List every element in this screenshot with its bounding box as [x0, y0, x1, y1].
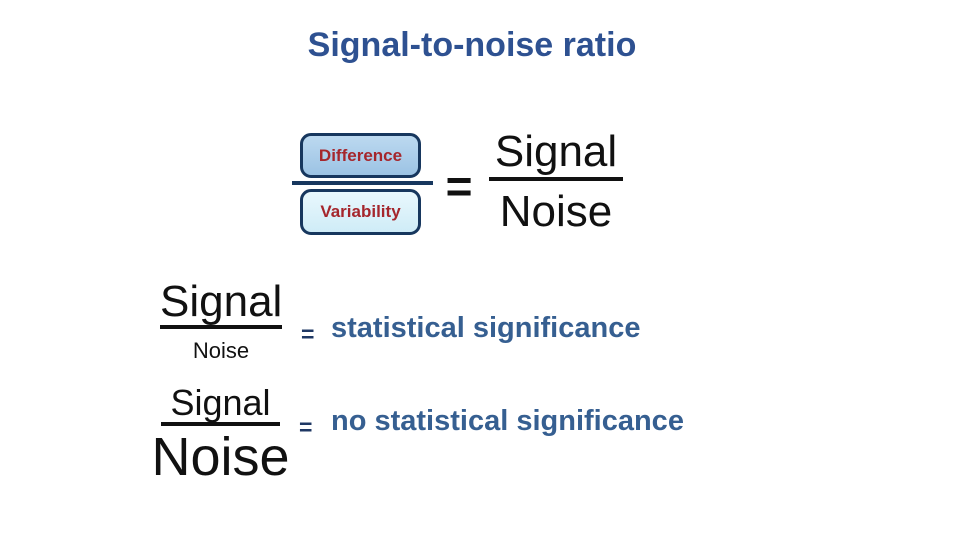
equals-sign-top: = [445, 160, 473, 212]
equals-sign-significant: = [301, 321, 315, 347]
fraction-numerator-signal: Signal [489, 127, 623, 181]
fraction-numerator-signal: Signal [160, 279, 282, 329]
signal-noise-fraction-not-significant: Signal Noise [151, 384, 289, 486]
fraction-denominator-noise: Noise [192, 338, 250, 363]
difference-box-label: Difference [318, 145, 403, 165]
no-significance-result-text: no statistical significance [331, 405, 684, 437]
signal-noise-fraction-top: Signal Noise [489, 127, 623, 235]
slide-title: Signal-to-noise ratio [307, 26, 637, 64]
fraction-denominator-noise: Noise [499, 187, 613, 236]
fraction-denominator-noise: Noise [151, 427, 290, 487]
signal-noise-fraction-significant: Signal Noise [160, 279, 282, 363]
equals-sign-not-significant: = [299, 414, 313, 440]
difference-box: Difference [300, 133, 421, 178]
fraction-numerator-signal: Signal [161, 384, 280, 426]
fraction-bar-boxes [292, 181, 433, 185]
variability-box-label: Variability [320, 202, 401, 221]
variability-box: Variability [300, 189, 421, 235]
significance-result-text: statistical significance [331, 312, 641, 344]
